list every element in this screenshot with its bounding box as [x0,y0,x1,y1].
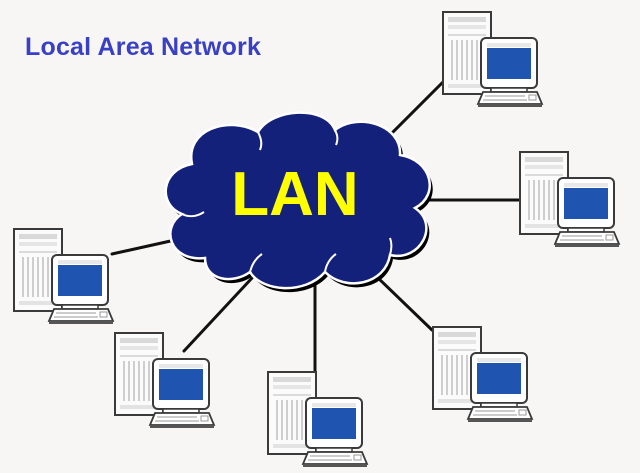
cloud-label: LAN [231,160,359,229]
link-bottom-right [373,273,434,332]
link-bottom-left [182,276,254,353]
diagram-title: Local Area Network [25,33,262,61]
network-links [110,80,522,378]
desktop-computer-icon [442,11,543,108]
desktop-computer-icon [114,332,215,429]
desktop-computer-icon [432,326,533,423]
lan-cloud [164,111,433,293]
desktop-computer-icon [13,228,114,325]
link-top-right [383,80,445,142]
link-left [110,238,177,256]
desktop-computer-icon [267,371,368,468]
desktop-computer-icon [519,151,620,248]
